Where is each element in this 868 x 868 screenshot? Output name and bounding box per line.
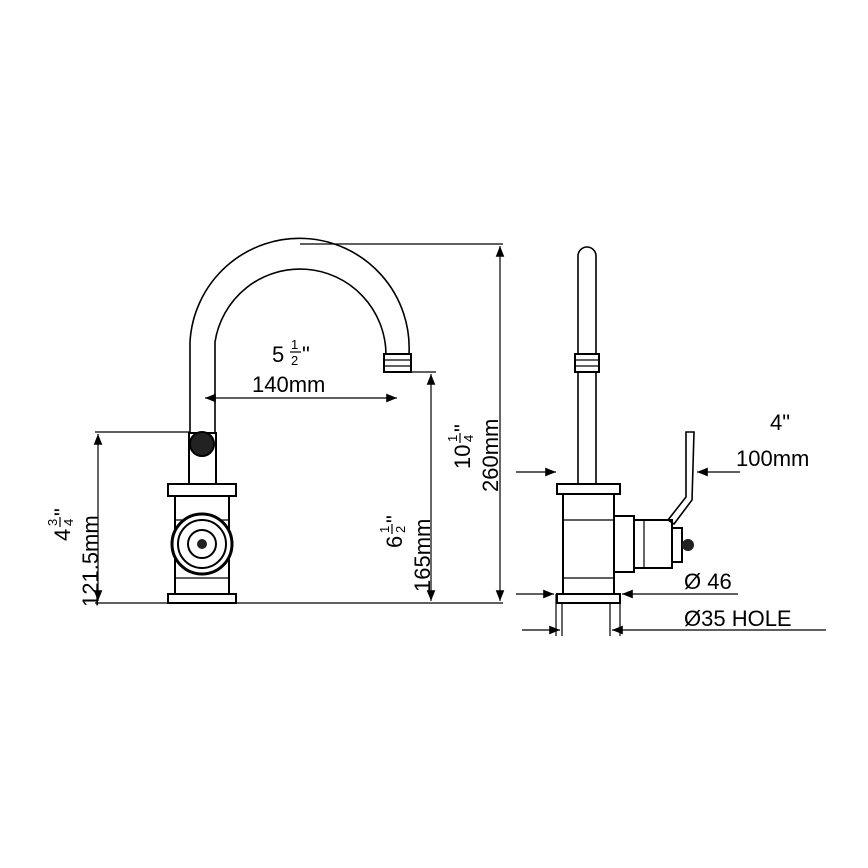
- side-screw: [682, 539, 694, 551]
- spout-inner: [214, 268, 387, 432]
- body-height-metric: 121.5mm: [78, 515, 103, 607]
- body-height-num: 3: [45, 519, 60, 526]
- total-height-inch: ": [450, 424, 475, 432]
- body-height-whole: 4: [50, 529, 75, 541]
- spout-height-label: 6 1 2 " 165mm: [377, 515, 435, 592]
- spout-reach-label: 5 1 2 " 140mm: [252, 337, 325, 397]
- total-height-den: 4: [461, 435, 476, 442]
- side-knob: [671, 527, 683, 563]
- spout-height-num: 1: [377, 526, 392, 533]
- spout-outer: [189, 237, 410, 432]
- handle-screw: [197, 539, 207, 549]
- aerator: [383, 353, 412, 373]
- body-height-inch: ": [50, 508, 75, 516]
- spout-reach-whole: 5: [272, 342, 284, 367]
- total-height-metric: 260mm: [478, 419, 503, 492]
- spout-height-inch: ": [382, 515, 407, 523]
- side-base-plate: [556, 593, 621, 604]
- side-aerator: [574, 353, 600, 373]
- spout-reach-inch: ": [302, 342, 310, 367]
- handle-clearance-metric: 100mm: [736, 446, 809, 471]
- total-height-whole: 10: [450, 445, 475, 469]
- base-plate: [167, 593, 237, 604]
- front-view: [167, 237, 412, 604]
- body-top-flange: [167, 483, 237, 497]
- side-body: [562, 493, 615, 595]
- front-dimensions: 5 1 2 " 140mm 6 1 2 " 165mm 10 1 4 " 260…: [45, 243, 505, 607]
- side-cartridge-cap: [633, 519, 673, 569]
- lever-handle: [666, 431, 695, 526]
- total-height-num: 1: [445, 435, 460, 442]
- base-diameter-label: Ø 46: [684, 569, 732, 594]
- spout-collar: [189, 431, 215, 457]
- spout-reach-den: 2: [291, 353, 298, 368]
- spout-height-metric: 165mm: [410, 519, 435, 592]
- side-dimensions: 4" 100mm Ø 46 Ø35 HOLE: [516, 410, 826, 636]
- side-view: [556, 246, 695, 604]
- side-cartridge: [613, 515, 635, 573]
- hole-diameter-label: Ø35 HOLE: [684, 606, 792, 631]
- total-height-label: 10 1 4 " 260mm: [445, 419, 503, 492]
- spout-height-den: 2: [393, 526, 408, 533]
- spout-reach-num: 1: [291, 337, 298, 352]
- side-body-top-flange: [556, 483, 621, 495]
- handle-clearance-imperial: 4": [770, 410, 790, 435]
- body-height-label: 4 3 4 " 121.5mm: [45, 508, 103, 607]
- side-spout: [577, 246, 597, 485]
- spout-height-whole: 6: [382, 536, 407, 548]
- spout-reach-metric: 140mm: [252, 372, 325, 397]
- body-height-den: 4: [61, 519, 76, 526]
